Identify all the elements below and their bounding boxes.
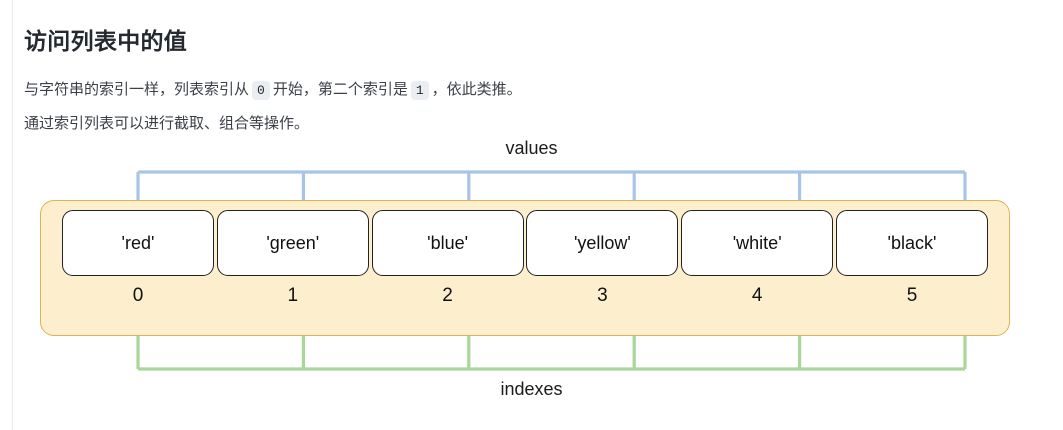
inline-code-one: 1 [410, 81, 429, 100]
inline-code-zero: 0 [252, 81, 270, 100]
list-item[interactable]: 'blue' 2 [371, 210, 524, 307]
paragraph-1-middle: 开始，第二个索引是 [272, 81, 408, 98]
value-box[interactable]: 'black' [835, 210, 988, 276]
paragraph-1-suffix: ，依此类推。 [431, 81, 522, 98]
index-number: 1 [287, 285, 299, 306]
page-title: 访问列表中的值 [24, 28, 188, 55]
value-box[interactable]: 'blue' [371, 210, 524, 276]
page-left-rule [12, 0, 13, 430]
list-index-diagram: values 'red' 0 'green' 1 'blue' 2 'yello… [24, 130, 1039, 420]
list-item[interactable]: 'black' 5 [835, 210, 988, 307]
list-item[interactable]: 'yellow' 3 [526, 210, 679, 307]
list-item[interactable]: 'red' 0 [62, 210, 214, 307]
paragraph-1-prefix: 与字符串的索引一样，列表索引从 [24, 81, 250, 98]
value-box[interactable]: 'red' [62, 210, 214, 276]
index-number: 0 [132, 285, 144, 306]
list-cells: 'red' 0 'green' 1 'blue' 2 'yellow' 3 'w… [62, 210, 988, 330]
list-item[interactable]: 'green' 1 [216, 210, 369, 307]
value-box[interactable]: 'white' [681, 210, 834, 276]
index-number: 2 [442, 285, 453, 306]
index-number: 3 [597, 285, 608, 306]
list-item[interactable]: 'white' 4 [681, 210, 834, 307]
value-box[interactable]: 'green' [216, 210, 369, 276]
value-box[interactable]: 'yellow' [526, 210, 679, 276]
index-number: 4 [751, 285, 763, 306]
paragraph-slicing: 通过索引列表可以进行截取、组合等操作。 [24, 115, 310, 132]
index-number: 5 [906, 285, 918, 306]
